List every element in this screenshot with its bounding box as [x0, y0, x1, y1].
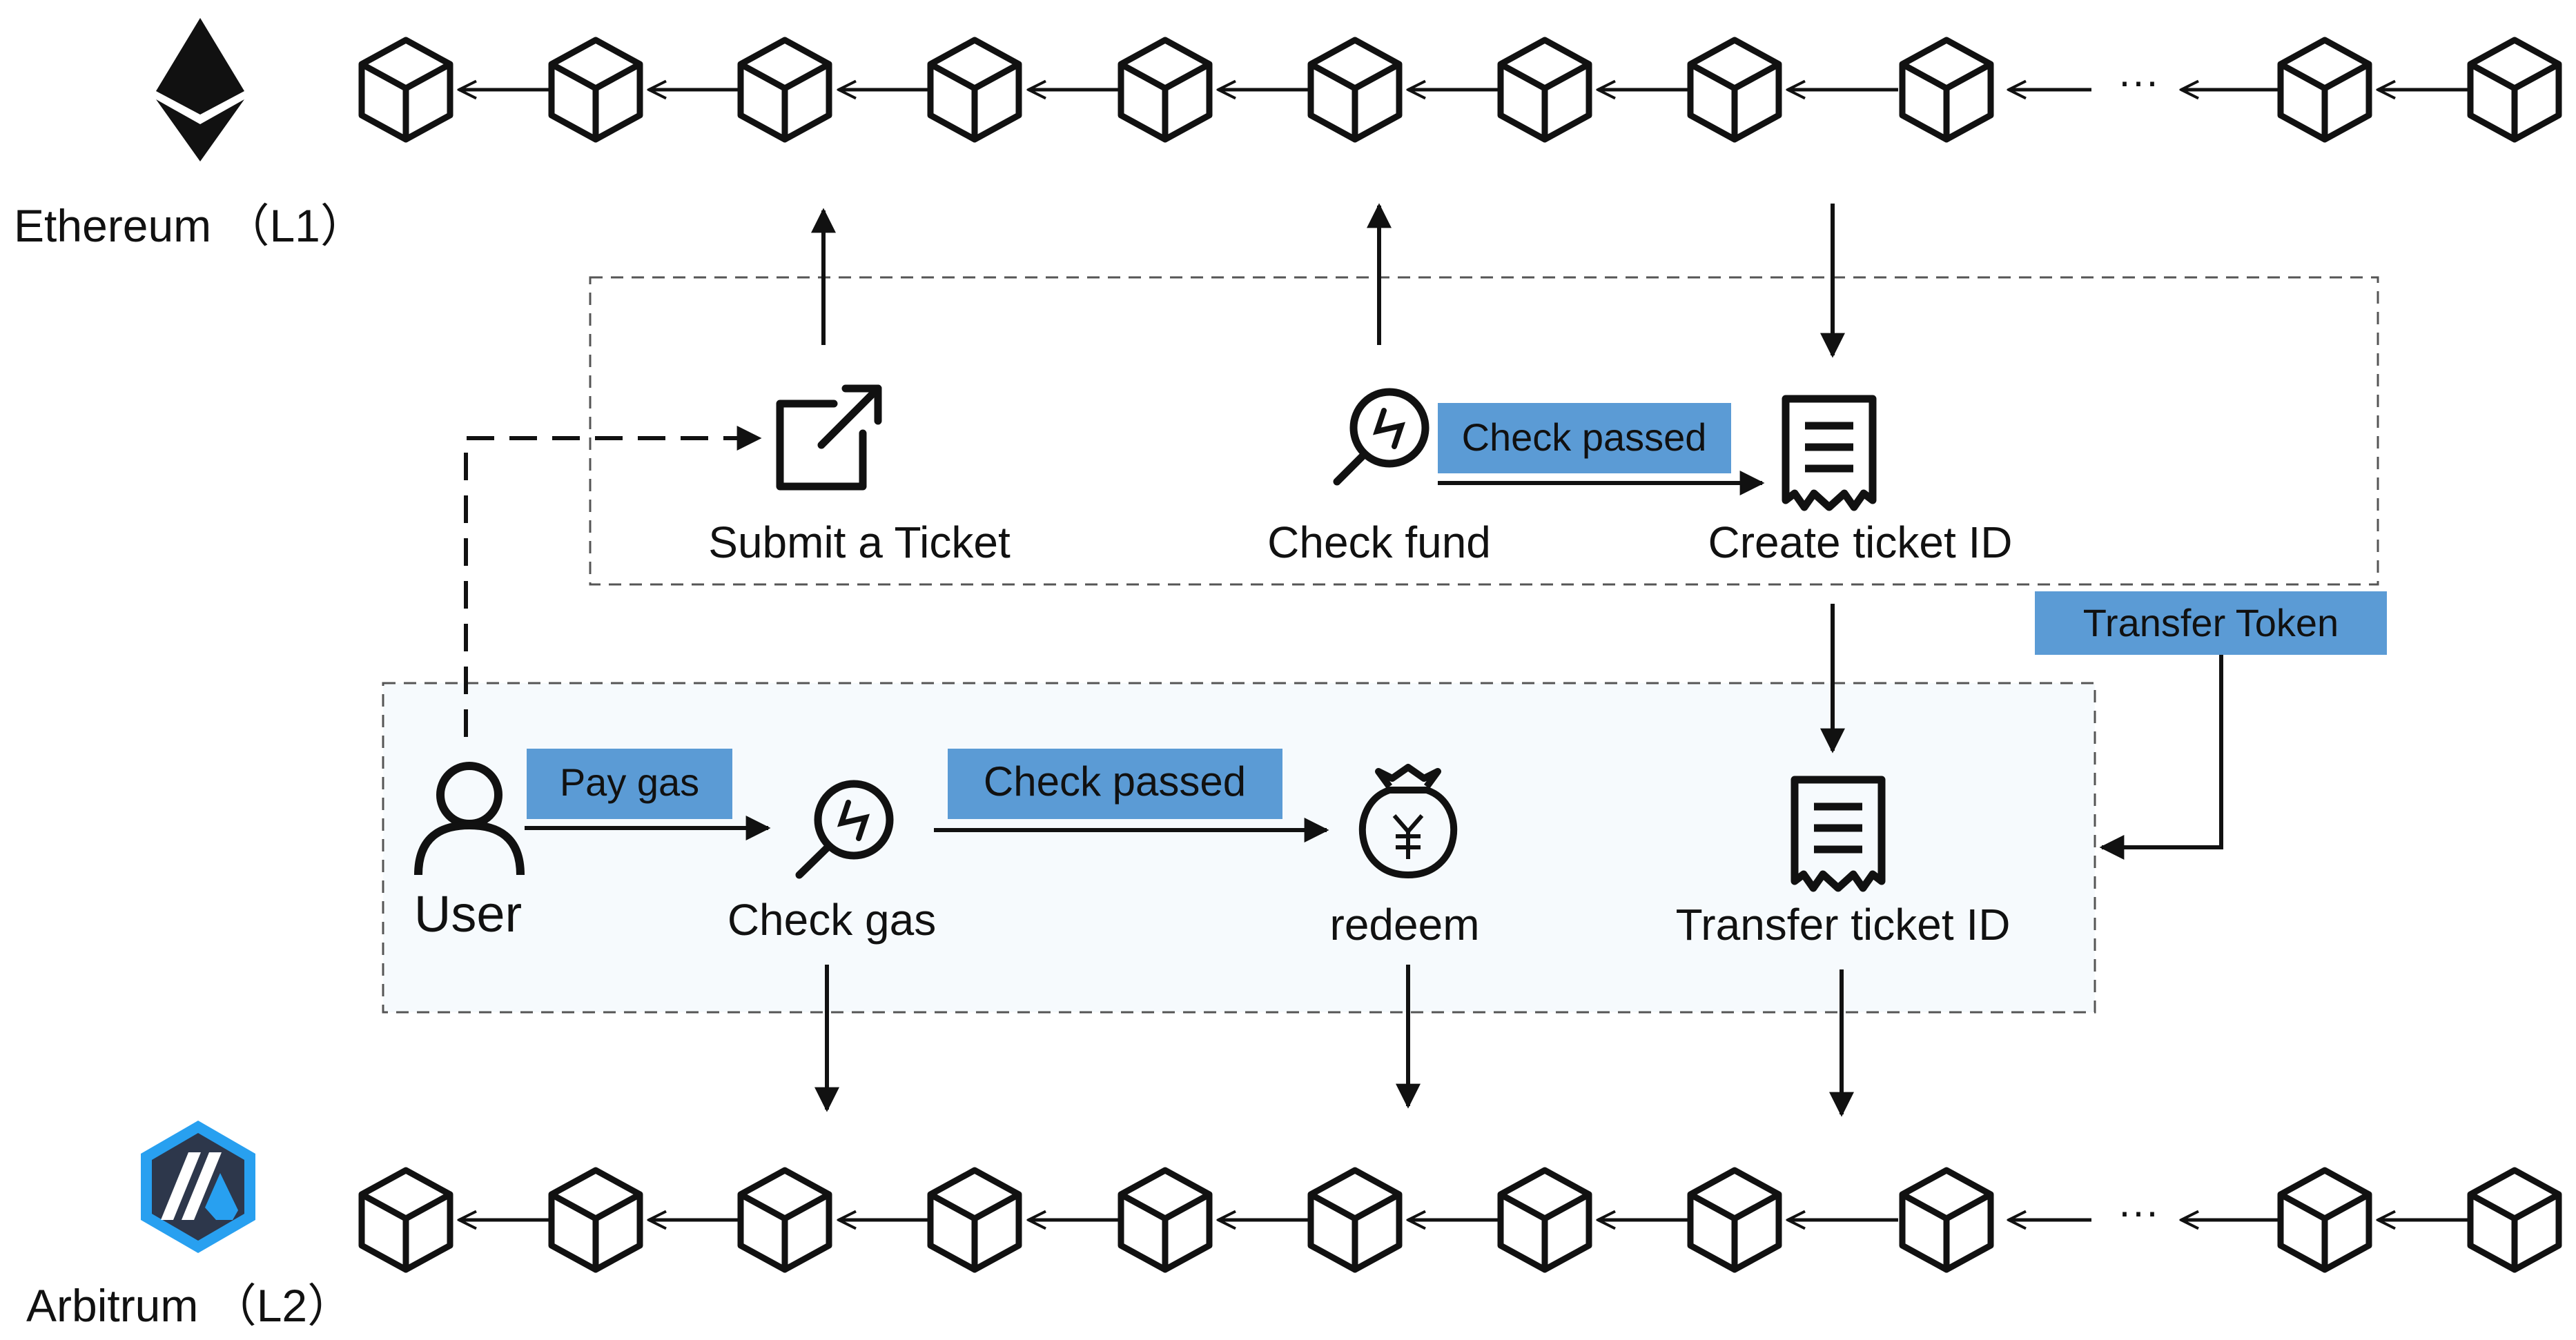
check-gas-label: Check gas: [728, 895, 936, 945]
l1-block-10: [2281, 40, 2369, 139]
l2-blockchain: ···: [362, 1170, 2559, 1270]
l2-chain-label: Arbitrum （L2）: [26, 1280, 353, 1331]
l2-block-6: [1311, 1170, 1399, 1270]
l1-blockchain: ···: [362, 40, 2559, 139]
user-label: User: [414, 885, 522, 943]
transfer-token-arrow: [2099, 652, 2223, 860]
check-passed-l1-tag: Check passed: [1438, 403, 1731, 473]
l1-block-6: [1311, 40, 1399, 139]
external-link-icon: [776, 384, 882, 491]
svg-text:Transfer Token: Transfer Token: [2083, 601, 2339, 644]
l2-block-11: [2470, 1170, 2559, 1270]
magnifier-icon-gas: [795, 780, 894, 879]
user-icon: [414, 762, 525, 876]
svg-text:Check passed: Check passed: [1462, 415, 1707, 459]
l1-block-9: [1902, 40, 1991, 139]
l1-process-box: [589, 276, 2379, 586]
svg-text:Pay gas: Pay gas: [560, 760, 699, 804]
user-to-submit-dashed-arrow: [464, 426, 762, 737]
create-ticket-label: Create ticket ID: [1708, 518, 2012, 567]
check-fund-label: Check fund: [1267, 518, 1491, 567]
l2-process-box: [382, 682, 2096, 1014]
l1-chain-label: Ethereum （L1）: [14, 200, 366, 251]
receipt-icon-create: [1782, 395, 1877, 511]
redeem-label: redeem: [1330, 900, 1480, 949]
l1-block-7: [1501, 40, 1589, 139]
l2-block-4: [930, 1170, 1019, 1270]
svg-text:Check passed: Check passed: [984, 758, 1246, 805]
l2-ellipsis: ···: [2118, 1188, 2159, 1234]
transfer-ticket-label: Transfer ticket ID: [1676, 900, 2011, 949]
l1-ellipsis: ···: [2118, 58, 2159, 104]
l1-block-1: [362, 40, 450, 139]
l1-block-8: [1690, 40, 1779, 139]
l2-block-3: [741, 1170, 829, 1270]
l2-block-8: [1690, 1170, 1779, 1270]
pay-gas-tag: Pay gas: [527, 749, 732, 819]
l1-block-11: [2470, 40, 2559, 139]
money-bag-icon: [1358, 764, 1458, 878]
check-passed-l2-tag: Check passed: [948, 749, 1282, 819]
magnifier-icon-fund: [1333, 388, 1430, 486]
l2-block-9: [1902, 1170, 1991, 1270]
l2-block-1: [362, 1170, 450, 1270]
l1-block-2: [552, 40, 640, 139]
l2-block-5: [1121, 1170, 1209, 1270]
transfer-token-tag: Transfer Token: [2035, 591, 2387, 655]
arbitrum-logo-icon: [141, 1121, 255, 1253]
l1-block-3: [741, 40, 829, 139]
submit-ticket-label: Submit a Ticket: [708, 518, 1011, 567]
l2-block-7: [1501, 1170, 1589, 1270]
ethereum-logo-icon: [156, 18, 244, 161]
l2-block-10: [2281, 1170, 2369, 1270]
l1-block-5: [1121, 40, 1209, 139]
receipt-icon-transfer: [1790, 776, 1886, 892]
l2-block-2: [552, 1170, 640, 1270]
l1-block-4: [930, 40, 1019, 139]
